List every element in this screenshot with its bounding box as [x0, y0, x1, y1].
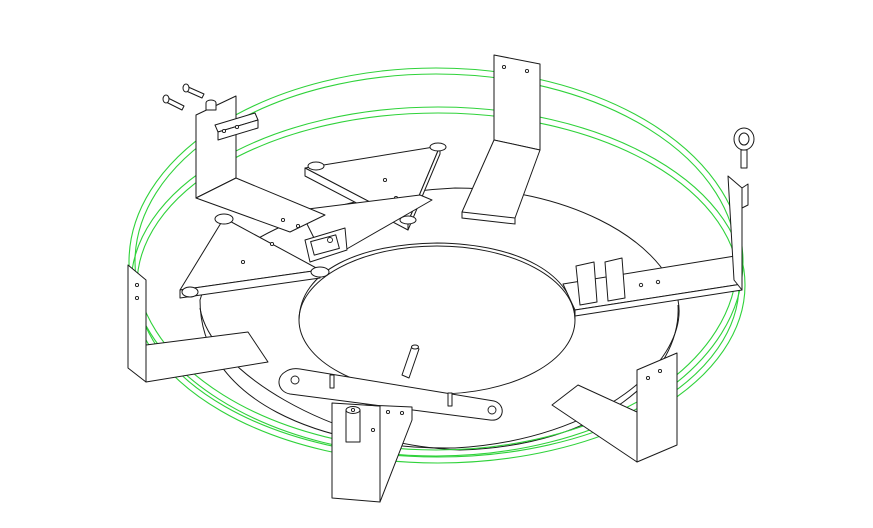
l-bracket-bottom	[331, 402, 413, 503]
l-bracket-left	[127, 264, 269, 383]
eye-bolt	[733, 127, 755, 169]
bolts	[162, 83, 205, 111]
flat-arm-right	[562, 175, 749, 317]
center-linkage	[299, 194, 433, 263]
l-bracket-right	[551, 352, 678, 463]
l-bracket-top-center	[461, 54, 541, 225]
pin	[401, 344, 420, 379]
triangle-bracket-left	[179, 213, 330, 299]
linkage-bar	[278, 368, 503, 421]
l-bracket-top-left	[195, 95, 326, 233]
